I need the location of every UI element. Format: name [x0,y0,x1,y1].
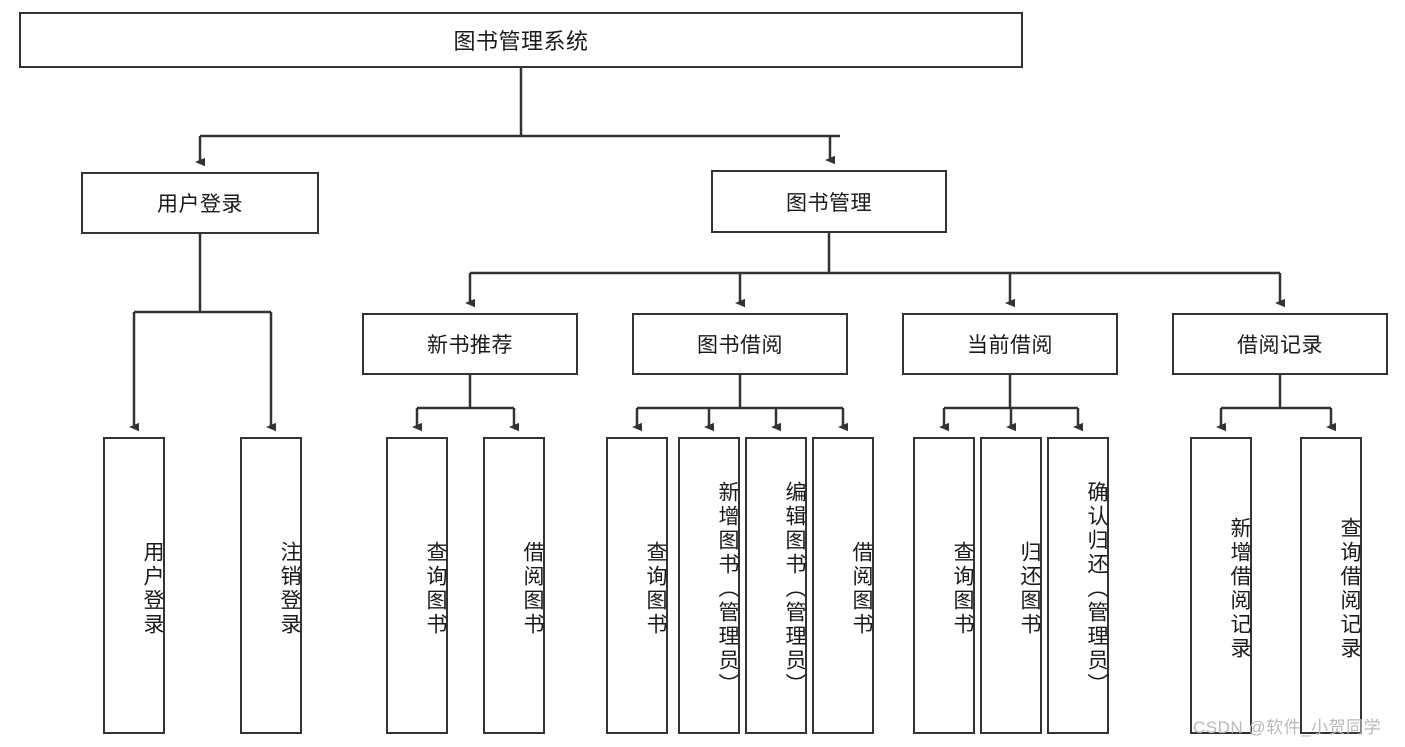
leaf-borrow-book-2-label: 借阅图书 [850,540,873,637]
node-book-borrow[interactable]: 图书借阅 [632,313,848,375]
node-current-borrow-label: 当前借阅 [967,334,1053,357]
leaf-confirm-return-label: 确认归还（管理员） [1085,480,1108,697]
leaf-logout[interactable]: 注销登录 [240,437,302,734]
leaf-add-book-label: 新增图书（管理员） [716,480,739,697]
leaf-query-book-1[interactable]: 查询图书 [386,437,448,734]
leaf-add-record-label: 新增借阅记录 [1228,516,1251,661]
leaf-borrow-book-2[interactable]: 借阅图书 [812,437,874,734]
leaf-add-record[interactable]: 新增借阅记录 [1190,437,1252,734]
node-new-book-rec-label: 新书推荐 [427,334,513,357]
leaf-user-login-label: 用户登录 [141,540,164,637]
node-borrow-record-label: 借阅记录 [1237,334,1323,357]
node-new-book-rec[interactable]: 新书推荐 [362,313,578,375]
leaf-borrow-book-1-label: 借阅图书 [521,540,544,637]
leaf-query-book-3[interactable]: 查询图书 [913,437,975,734]
leaf-query-book-2[interactable]: 查询图书 [606,437,668,734]
leaf-logout-label: 注销登录 [278,540,301,637]
node-book-manage-label: 图书管理 [786,191,872,215]
watermark: CSDN @软件_小贺同学 [1193,718,1382,737]
leaf-query-book-2-label: 查询图书 [644,540,667,637]
leaf-query-book-3-label: 查询图书 [951,540,974,637]
node-book-borrow-label: 图书借阅 [697,334,783,357]
node-book-manage[interactable]: 图书管理 [711,170,947,233]
node-root[interactable]: 图书管理系统 [19,12,1023,68]
leaf-user-login[interactable]: 用户登录 [103,437,165,734]
leaf-query-record-label: 查询借阅记录 [1338,516,1361,661]
leaf-query-record[interactable]: 查询借阅记录 [1300,437,1362,734]
node-current-borrow[interactable]: 当前借阅 [902,313,1118,375]
leaf-return-book-label: 归还图书 [1018,540,1041,637]
node-user-login-label: 用户登录 [157,193,243,216]
node-borrow-record[interactable]: 借阅记录 [1172,313,1388,375]
leaf-return-book[interactable]: 归还图书 [980,437,1042,734]
node-root-label: 图书管理系统 [453,29,589,54]
node-user-login[interactable]: 用户登录 [81,172,319,234]
leaf-edit-book[interactable]: 编辑图书（管理员） [745,437,807,734]
leaf-add-book[interactable]: 新增图书（管理员） [678,437,740,734]
leaf-confirm-return[interactable]: 确认归还（管理员） [1047,437,1109,734]
leaf-borrow-book-1[interactable]: 借阅图书 [483,437,545,734]
leaf-edit-book-label: 编辑图书（管理员） [783,480,806,697]
leaf-query-book-1-label: 查询图书 [424,540,447,637]
